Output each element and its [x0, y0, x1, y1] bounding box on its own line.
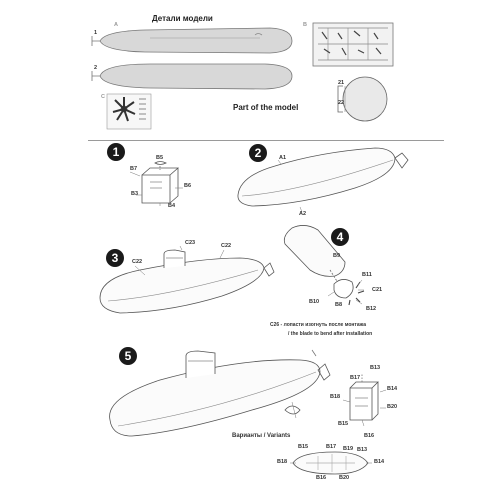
assembly-note-ru: C26 - лопасти изогнуть после монтажа [270, 322, 367, 328]
part-label: B17 [350, 375, 361, 381]
section-divider [88, 140, 444, 141]
step-badge-2: 2 [249, 144, 267, 162]
step3-drawing [99, 245, 275, 314]
part-label: B12 [366, 306, 377, 312]
part-label: B20 [387, 404, 398, 410]
hull-part-lower [91, 63, 293, 90]
disk-label: 21 [338, 80, 345, 86]
part-label: C22 [221, 243, 232, 249]
part-label: B15 [338, 421, 349, 427]
part-label: B7 [130, 166, 138, 172]
sprue-marker: C [101, 94, 105, 100]
variant-part-label: B16 [316, 475, 327, 481]
hull-part-upper [91, 27, 293, 54]
variant-part-label: B19 [343, 446, 354, 452]
variant-part-label: B17 [326, 444, 337, 450]
part-label: B10 [309, 299, 320, 305]
step5-drawing [109, 349, 387, 437]
part-label: C21 [372, 287, 383, 293]
part-label: B9 [333, 253, 341, 259]
hull-part-number: 2 [94, 65, 98, 71]
part-label: B4 [168, 203, 176, 209]
part-label: B3 [131, 191, 139, 197]
variant-part-label: B13 [357, 447, 368, 453]
part-label: C22 [132, 259, 143, 265]
part-label: C23 [185, 240, 196, 246]
step4-drawing [283, 225, 365, 306]
part-label: B14 [387, 386, 398, 392]
part-label: B13 [370, 365, 381, 371]
step-badge-5: 5 [119, 347, 137, 365]
part-label: B5 [156, 155, 164, 161]
part-label: B6 [184, 183, 192, 189]
sprue-marker: A [114, 22, 118, 28]
part-label: A1 [279, 155, 287, 161]
part-label: B16 [364, 433, 375, 439]
propeller-sprue [106, 93, 152, 130]
disk-label: 22 [338, 100, 345, 106]
part-label: A2 [299, 211, 307, 217]
variant-part-label: B18 [277, 459, 288, 465]
parts-title-en: Part of the model [233, 103, 299, 112]
variants-drawing [290, 451, 372, 475]
assembly-note-en: / the blade to bend after installation [288, 331, 373, 337]
step-badge-1: 1 [107, 143, 125, 161]
part-label: B11 [362, 272, 372, 278]
parts-title-ru: Детали модели [152, 14, 213, 23]
base-disk-part [337, 76, 388, 122]
part-label: B18 [330, 394, 341, 400]
step2-drawing [237, 147, 409, 213]
sprue-marker: B [303, 22, 307, 28]
hull-part-number: 1 [94, 30, 98, 36]
variant-part-label: B15 [298, 444, 309, 450]
step-badge-4: 4 [331, 228, 349, 246]
step1-drawing [129, 161, 183, 206]
variant-part-label: B20 [339, 475, 350, 481]
step-badge-3: 3 [106, 249, 124, 267]
variant-part-label: B14 [374, 459, 385, 465]
parts-sprue [312, 22, 394, 67]
part-label: B8 [335, 302, 343, 308]
variants-label: Варианты / Variants [232, 433, 291, 439]
